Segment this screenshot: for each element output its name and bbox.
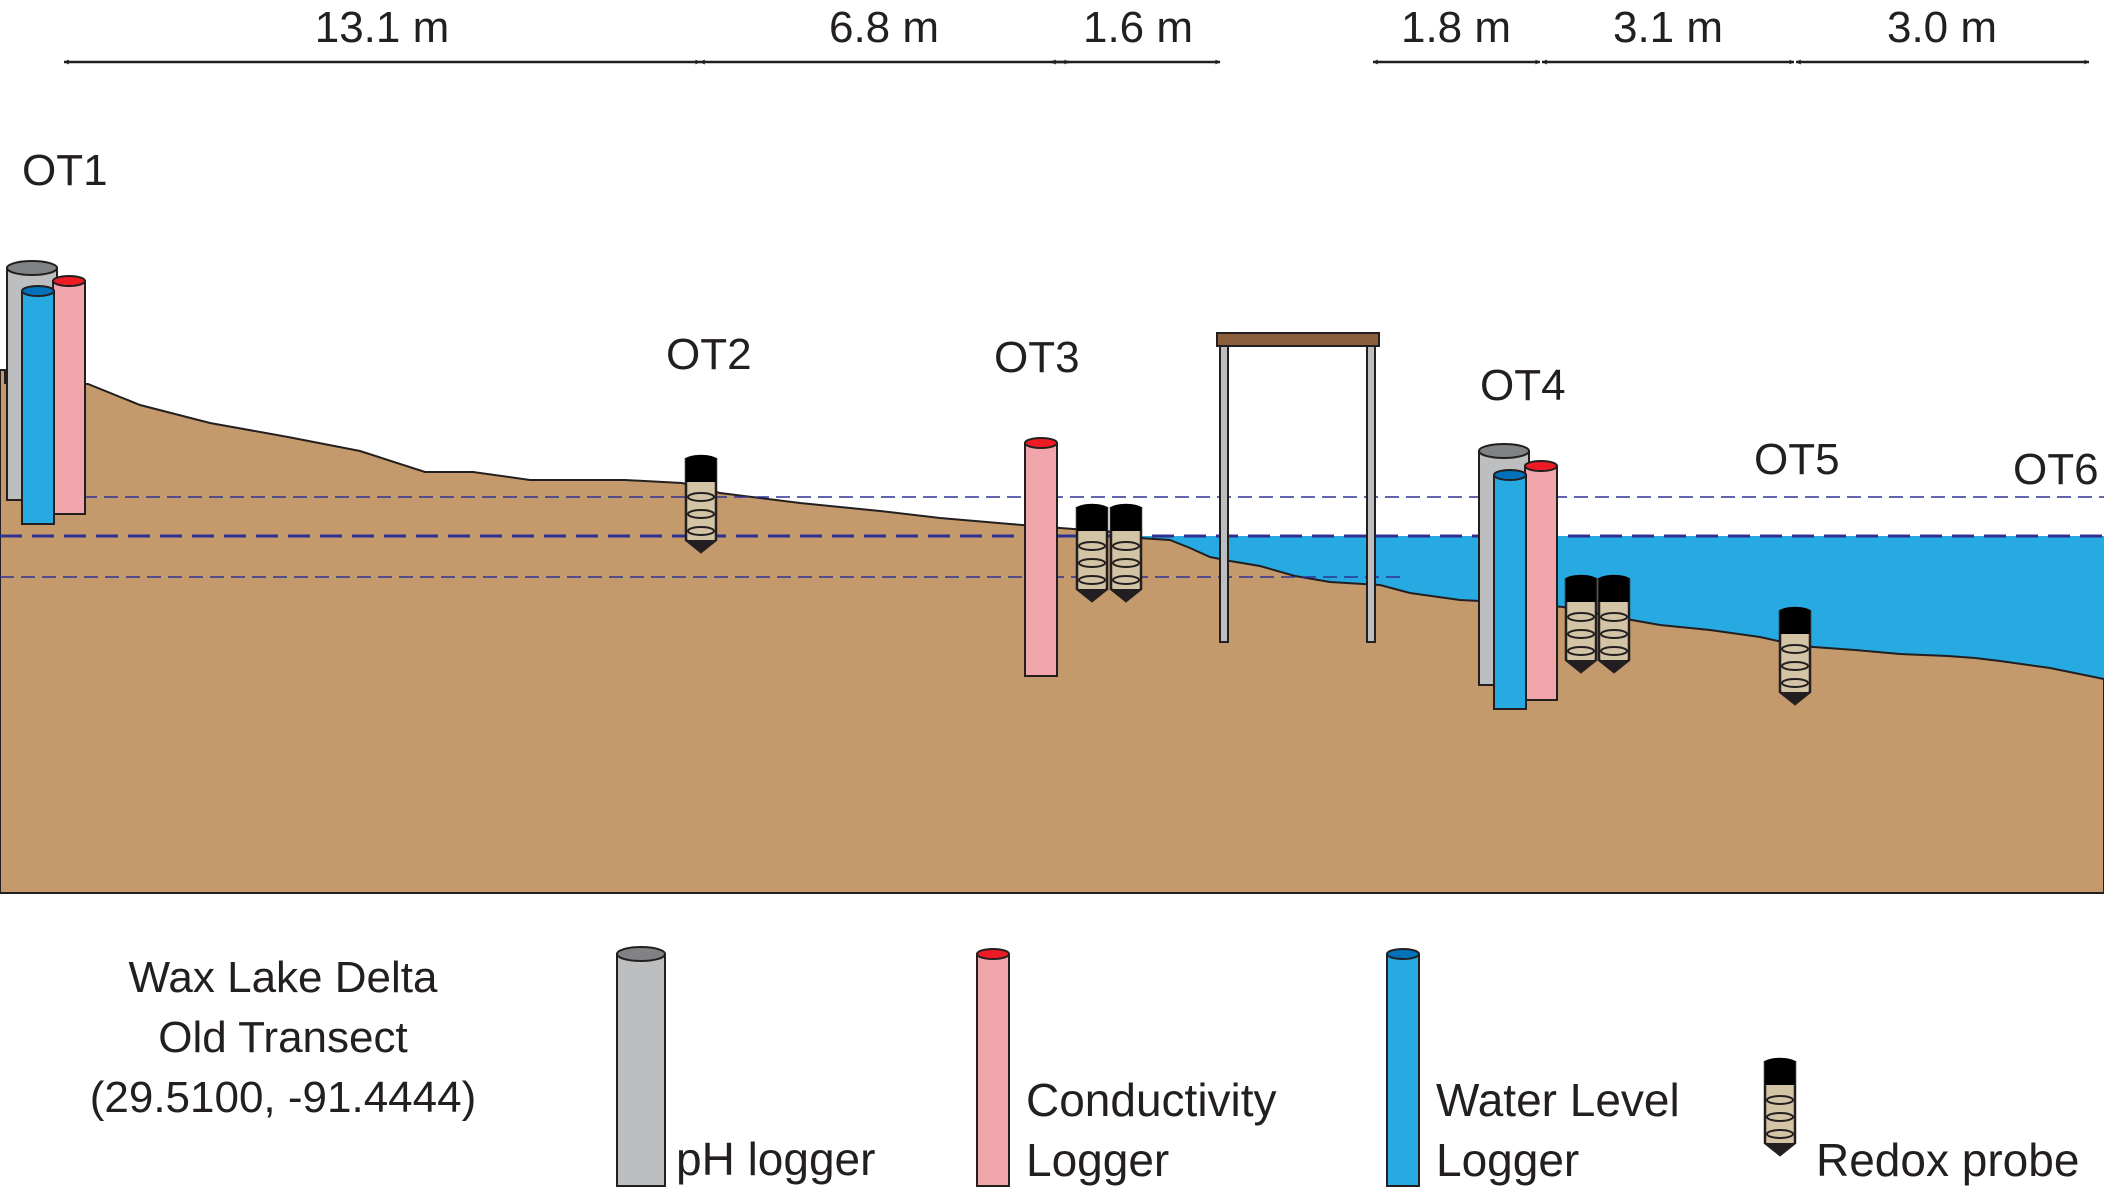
distance-label-3: 1.6 m (1083, 3, 1193, 52)
ph-logger-icon (616, 946, 666, 1187)
site-label-ot5: OT5 (1754, 435, 1840, 484)
water-level-logger-icon (1386, 948, 1420, 1187)
ot4-conductivity-logger (1524, 460, 1558, 701)
ot4-redox-probe-2 (1597, 573, 1631, 674)
site-label-ot1: OT1 (22, 146, 108, 195)
legend-label-conductivity-2: Logger (1026, 1134, 1169, 1186)
site-title-line2: Old Transect (158, 1013, 407, 1062)
ot3-conductivity-logger (1024, 437, 1058, 677)
site-title-coordinates: (29.5100, -91.4444) (90, 1073, 477, 1122)
legend-label-water-level-1: Water Level (1436, 1074, 1680, 1126)
ot4-redox-probe-1 (1564, 573, 1598, 674)
site-label-ot2: OT2 (666, 330, 752, 379)
legend-label-water-level-2: Logger (1436, 1134, 1579, 1186)
legend: pH logger Conductivity Logger Water Leve… (616, 946, 2079, 1187)
distance-label-2: 6.8 m (829, 3, 939, 52)
distance-label-5: 3.1 m (1613, 3, 1723, 52)
ot1-conductivity-logger (52, 275, 86, 515)
legend-label-redox: Redox probe (1816, 1134, 2079, 1186)
distance-label-4: 1.8 m (1401, 3, 1511, 52)
ot5-redox-probe (1778, 605, 1812, 706)
ot2-redox-probe (684, 453, 718, 554)
site-title-line1: Wax Lake Delta (129, 953, 438, 1002)
redox-probe-icon (1763, 1056, 1797, 1157)
distance-label-1: 13.1 m (315, 3, 450, 52)
legend-label-ph: pH logger (676, 1133, 875, 1185)
ot3-redox-probe-1 (1075, 502, 1109, 603)
ot4-water-level-logger (1493, 469, 1527, 710)
distance-label-6: 3.0 m (1887, 3, 1997, 52)
conductivity-logger-icon (976, 948, 1010, 1187)
ot1-water-level-logger (21, 285, 55, 525)
legend-label-conductivity-1: Conductivity (1026, 1074, 1277, 1126)
site-label-ot6: OT6 (2013, 445, 2099, 494)
site-label-ot4: OT4 (1480, 361, 1566, 410)
ot3-redox-probe-2 (1109, 502, 1143, 603)
platform-icon (1216, 332, 1380, 643)
site-label-ot3: OT3 (994, 333, 1080, 382)
